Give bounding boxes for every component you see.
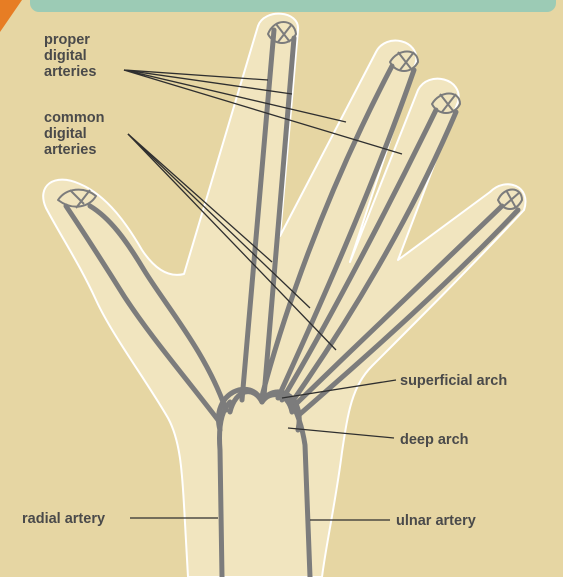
label-proper-line1: proper [44, 32, 90, 48]
header-bar [30, 0, 556, 12]
label-deep-arch: deep arch [400, 432, 469, 448]
label-superficial-arch: superficial arch [400, 373, 507, 389]
label-common-line2: digital [44, 126, 87, 142]
label-common-line3: arteries [44, 142, 96, 158]
label-proper-digital: proper digital arteries [44, 32, 96, 80]
label-proper-line2: digital [44, 48, 87, 64]
corner-accent [0, 0, 22, 32]
label-proper-line3: arteries [44, 64, 96, 80]
label-common-line1: common [44, 110, 104, 126]
label-radial-artery: radial artery [22, 511, 105, 527]
label-ulnar-artery: ulnar artery [396, 513, 476, 529]
label-common-digital: common digital arteries [44, 110, 108, 158]
